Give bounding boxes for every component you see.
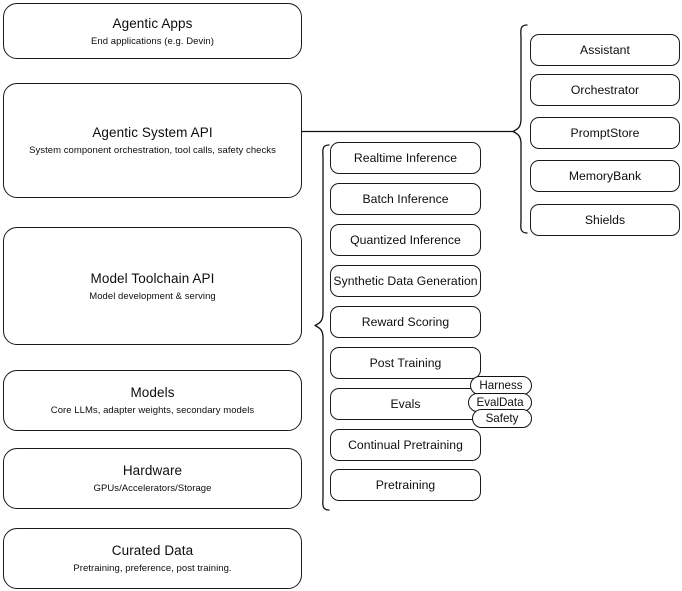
toolchain-item-label: Reward Scoring (361, 315, 450, 329)
system-component-label: Assistant (580, 43, 630, 57)
layer-title: Hardware (122, 463, 183, 478)
system-component-promptstore[interactable]: PromptStore (530, 117, 680, 149)
toolchain-item-continual-pretraining[interactable]: Continual Pretraining (330, 429, 481, 461)
layer-agentic-system-api[interactable]: Agentic System API System component orch… (3, 83, 302, 198)
toolchain-components-brace (314, 144, 330, 511)
toolchain-item-label: Batch Inference (362, 192, 449, 206)
system-component-label: Orchestrator (570, 83, 640, 97)
layer-subtitle: Model development & serving (89, 290, 216, 302)
system-component-label: MemoryBank (568, 169, 642, 183)
system-component-memorybank[interactable]: MemoryBank (530, 160, 680, 192)
system-component-assistant[interactable]: Assistant (530, 34, 680, 66)
toolchain-item-reward-scoring[interactable]: Reward Scoring (330, 306, 481, 338)
toolchain-item-label: Pretraining (375, 478, 436, 492)
system-component-label: PromptStore (570, 126, 640, 140)
layer-title: Agentic System API (92, 125, 213, 140)
layer-subtitle: System component orchestration, tool cal… (29, 145, 276, 156)
system-components-brace (512, 24, 528, 234)
toolchain-item-quantized-inference[interactable]: Quantized Inference (330, 224, 481, 256)
eval-subcomponent-label: Safety (485, 412, 519, 425)
toolchain-item-synthetic-data-generation[interactable]: Synthetic Data Generation (330, 265, 481, 297)
layer-title: Agentic Apps (112, 15, 193, 31)
toolchain-item-label: Continual Pretraining (348, 438, 463, 452)
toolchain-item-label: Realtime Inference (353, 151, 458, 165)
eval-subcomponent-safety[interactable]: Safety (472, 409, 532, 428)
toolchain-item-post-training[interactable]: Post Training (330, 347, 481, 379)
system-component-shields[interactable]: Shields (530, 204, 680, 236)
toolchain-item-evals[interactable]: Evals (330, 388, 481, 420)
toolchain-item-realtime-inference[interactable]: Realtime Inference (330, 142, 481, 174)
eval-subcomponent-label: Harness (479, 379, 523, 392)
layer-agentic-apps[interactable]: Agentic Apps End applications (e.g. Devi… (3, 3, 302, 59)
layer-curated-data[interactable]: Curated Data Pretraining, preference, po… (3, 528, 302, 589)
eval-subcomponent-label: EvalData (476, 396, 524, 409)
layer-title: Models (130, 385, 175, 400)
layer-models[interactable]: Models Core LLMs, adapter weights, secon… (3, 370, 302, 431)
system-component-label: Shields (584, 213, 626, 227)
toolchain-item-label: Synthetic Data Generation (333, 274, 478, 288)
layer-hardware[interactable]: Hardware GPUs/Accelerators/Storage (3, 448, 302, 509)
layer-subtitle: Pretraining, preference, post training. (73, 563, 232, 574)
toolchain-item-batch-inference[interactable]: Batch Inference (330, 183, 481, 215)
system-component-orchestrator[interactable]: Orchestrator (530, 74, 680, 106)
layer-subtitle: GPUs/Accelerators/Storage (93, 483, 212, 494)
layer-model-toolchain-api[interactable]: Model Toolchain API Model development & … (3, 227, 302, 345)
layer-subtitle: Core LLMs, adapter weights, secondary mo… (50, 405, 255, 416)
toolchain-item-pretraining[interactable]: Pretraining (330, 469, 481, 501)
layer-subtitle: End applications (e.g. Devin) (91, 35, 214, 47)
toolchain-item-label: Quantized Inference (350, 233, 461, 247)
toolchain-item-label: Post Training (369, 356, 442, 370)
toolchain-item-label: Evals (390, 397, 421, 411)
layer-title: Model Toolchain API (90, 270, 215, 286)
layer-title: Curated Data (111, 543, 194, 558)
